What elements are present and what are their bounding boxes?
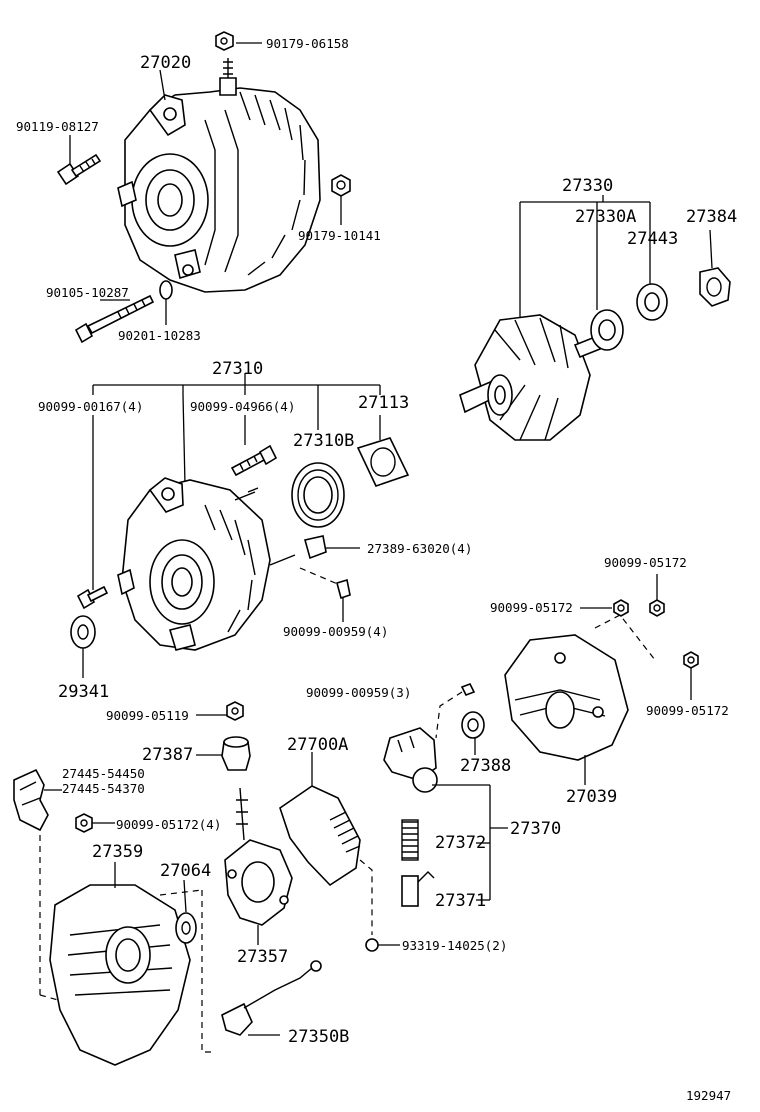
label-90099-05172-left: 90099-05172 — [490, 600, 573, 615]
label-90099-05119: 90099-05119 — [106, 708, 189, 723]
label-27330A: 27330A — [575, 207, 636, 227]
nut-90179-10141-drawing — [331, 174, 351, 225]
label-27020: 27020 — [140, 53, 191, 73]
label-27443: 27443 — [627, 229, 678, 249]
label-93319-14025: 93319-14025(2) — [402, 938, 507, 953]
nut-90179-06158-drawing — [215, 31, 262, 51]
label-90179-06158: 90179-06158 — [266, 36, 349, 51]
label-27064: 27064 — [160, 861, 211, 881]
label-27389-63020: 27389-63020(4) — [367, 541, 472, 556]
label-90099-05172-top: 90099-05172 — [604, 555, 687, 570]
rear-end-frame-drawing — [461, 574, 699, 785]
label-27330: 27330 — [562, 176, 613, 196]
label-27388: 27388 — [460, 756, 511, 776]
label-90099-00959-4: 90099-00959(4) — [283, 624, 388, 639]
label-27350B: 27350B — [288, 1027, 349, 1047]
rear-cover-drawing — [13, 768, 212, 1066]
label-90099-05172-right: 90099-05172 — [646, 703, 729, 718]
rotor-assembly-drawing — [459, 195, 731, 441]
label-90179-10141: 90179-10141 — [298, 228, 381, 243]
label-27445-54450: 27445-54450 — [62, 766, 145, 781]
label-90099-04966: 90099-04966(4) — [190, 399, 295, 414]
label-27359: 27359 — [92, 842, 143, 862]
label-27357: 27357 — [237, 947, 288, 967]
regulator-drawing — [196, 701, 400, 1036]
label-29341: 29341 — [58, 682, 109, 702]
label-90099-00959-3: 90099-00959(3) — [306, 685, 411, 700]
label-27310: 27310 — [212, 359, 263, 379]
label-90099-05172-4: 90099-05172(4) — [116, 817, 221, 832]
bolt-90119-08127-drawing — [56, 135, 102, 186]
label-27371: 27371 — [435, 891, 486, 911]
label-90201-10283: 90201-10283 — [118, 328, 201, 343]
label-27370: 27370 — [510, 819, 561, 839]
label-27039: 27039 — [566, 787, 617, 807]
bolt-90105-10287-drawing — [74, 280, 173, 344]
label-90105-10287: 90105-10287 — [46, 285, 129, 300]
label-27387: 27387 — [142, 745, 193, 765]
label-27113: 27113 — [358, 393, 409, 413]
label-90099-00167: 90099-00167(4) — [38, 399, 143, 414]
label-27372: 27372 — [435, 833, 486, 853]
alternator-assembly-drawing — [117, 58, 321, 293]
part-labels: 27020 90179-06158 90119-08127 90179-1014… — [16, 36, 737, 1103]
brush-holder-drawing — [383, 682, 508, 907]
label-27310B: 27310B — [293, 431, 354, 451]
label-27700A: 27700A — [287, 735, 348, 755]
label-27445-54370: 27445-54370 — [62, 781, 145, 796]
label-27384: 27384 — [686, 207, 737, 227]
diagram-id: 192947 — [686, 1088, 731, 1103]
drive-end-frame-drawing — [70, 373, 410, 678]
label-90119-08127: 90119-08127 — [16, 119, 99, 134]
